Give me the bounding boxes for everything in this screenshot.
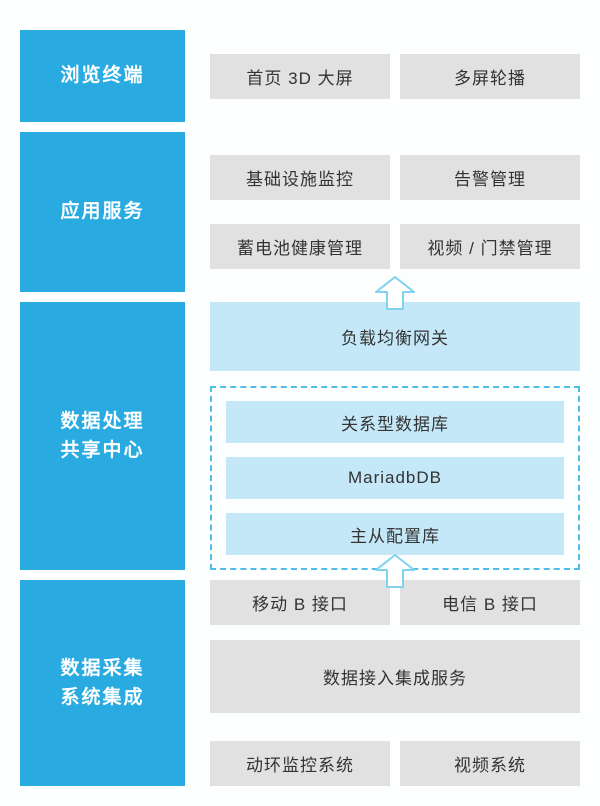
section-data-collection-integration: 数据采集 系统集成 移动 B 接口 电信 B 接口 数据接入集成服务 动环监控系… [20,580,580,786]
section-app-services: 应用服务 基础设施监控 告警管理 蓄电池健康管理 视频 / 门禁管理 [20,132,580,292]
browse-terminal-content: 首页 3D 大屏 多屏轮播 [210,30,580,122]
app-services-content: 基础设施监控 告警管理 蓄电池健康管理 视频 / 门禁管理 [210,132,580,292]
box-multi-screen-carousel: 多屏轮播 [400,53,580,99]
box-relational-database: 关系型数据库 [226,401,564,443]
section-browse-terminal: 浏览终端 首页 3D 大屏 多屏轮播 [20,30,580,122]
box-alarm-management: 告警管理 [400,155,580,200]
sidebar-data-processing-center: 数据处理 共享中心 [20,302,185,570]
sidebar-data-processing-line1: 数据处理 [60,410,145,432]
box-data-ingestion-service: 数据接入集成服务 [210,640,580,713]
sidebar-app-services-label: 应用服务 [60,201,145,223]
box-infrastructure-monitoring: 基础设施监控 [210,155,390,200]
box-master-slave-config: 主从配置库 [226,513,564,555]
sidebar-data-processing-line2: 共享中心 [60,440,145,461]
box-video-system: 视频系统 [400,741,580,786]
sidebar-data-collection-line1: 数据采集 [60,657,145,679]
sidebar-app-services: 应用服务 [20,132,185,292]
data-collection-content: 移动 B 接口 电信 B 接口 数据接入集成服务 动环监控系统 视频系统 [210,580,580,786]
up-arrow-icon [375,276,415,310]
sidebar-browse-terminal: 浏览终端 [20,30,185,122]
box-telecom-b-interface: 电信 B 接口 [400,580,580,625]
sidebar-browse-terminal-label: 浏览终端 [60,65,145,87]
box-env-monitoring-system: 动环监控系统 [210,741,390,786]
data-processing-content: 负载均衡网关 关系型数据库 MariadbDB 主从配置库 [210,302,580,570]
section-data-processing-center: 数据处理 共享中心 负载均衡网关 关系型数据库 MariadbDB 主从配置库 [20,302,580,570]
box-mariadb: MariadbDB [226,457,564,499]
box-mobile-b-interface: 移动 B 接口 [210,580,390,625]
sidebar-data-collection-line2: 系统集成 [60,687,145,708]
up-arrow-icon [375,554,415,588]
box-home-3d-screen: 首页 3D 大屏 [210,53,390,99]
box-video-access-management: 视频 / 门禁管理 [400,224,580,269]
box-load-balancer-gateway: 负载均衡网关 [210,302,580,371]
box-battery-health-management: 蓄电池健康管理 [210,224,390,269]
database-dashed-group: 关系型数据库 MariadbDB 主从配置库 [210,386,580,570]
sidebar-data-collection-integration: 数据采集 系统集成 [20,580,185,786]
